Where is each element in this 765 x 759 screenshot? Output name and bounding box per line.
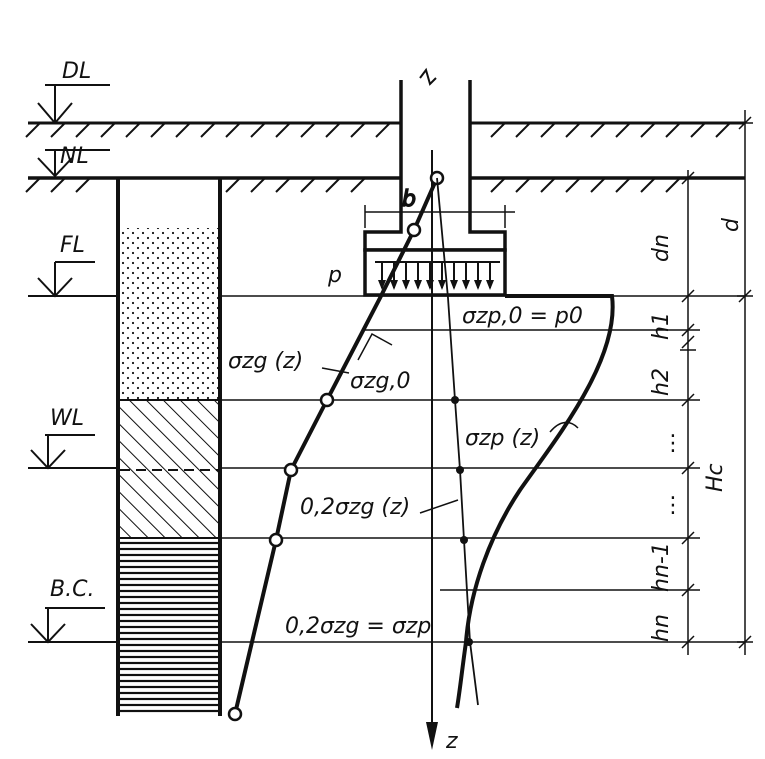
level-label-bc: B.C. bbox=[50, 577, 94, 602]
level-marker-nl: NL bbox=[37, 144, 110, 178]
level-marker-bc: B.C. bbox=[28, 577, 118, 644]
level-label-wl: WL bbox=[50, 406, 84, 431]
level-marker-dl: DL bbox=[37, 59, 110, 125]
dim-label-dots-2: ⋮ bbox=[662, 493, 684, 518]
sigma-zp-curve bbox=[455, 294, 615, 709]
label-sigma-zg0: σzg,0 bbox=[350, 369, 410, 394]
z-axis: z bbox=[426, 150, 458, 754]
right-dimension-lines bbox=[680, 110, 753, 655]
dim-label-hc: Hc bbox=[703, 463, 728, 492]
natural-ground-line bbox=[25, 176, 745, 193]
leader-lines bbox=[321, 332, 579, 514]
label-sigma-zp0: σzp,0 = p0 bbox=[462, 304, 583, 329]
level-marker-wl: WL bbox=[28, 406, 118, 470]
label-p: p bbox=[327, 263, 342, 288]
label-sigma-zg-z: σzg (z) bbox=[228, 349, 303, 374]
label-b: b bbox=[402, 187, 416, 212]
dim-label-h2: h2 bbox=[649, 368, 674, 396]
dim-label-hn: hn bbox=[649, 614, 674, 642]
level-marker-fl: FL bbox=[28, 233, 118, 298]
point-two-sigma-zg-line bbox=[436, 177, 479, 706]
level-label-dl: DL bbox=[62, 59, 91, 84]
dim-label-dots-1: ⋮ bbox=[662, 431, 684, 456]
level-label-nl: NL bbox=[60, 144, 89, 169]
label-z-axis: z bbox=[445, 729, 458, 754]
level-label-fl: FL bbox=[60, 233, 85, 258]
dimension-labels: dn d h1 h2 ⋮ ⋮ hn-1 hn Hc bbox=[649, 217, 744, 642]
dim-label-dn: dn bbox=[649, 234, 674, 262]
column-and-footing bbox=[363, 67, 507, 297]
label-point2-sigma-zg-z: 0,2σzg (z) bbox=[300, 495, 410, 520]
dim-label-hn-1: hn-1 bbox=[649, 542, 674, 592]
label-bottom-condition: 0,2σzg = σzp bbox=[285, 614, 431, 639]
label-sigma-zp-z: σzp (z) bbox=[465, 426, 540, 451]
sigma-zg-curve bbox=[227, 170, 445, 722]
dim-label-h1: h1 bbox=[649, 312, 674, 340]
design-level-ground-line bbox=[25, 121, 745, 138]
soil-column bbox=[116, 178, 222, 716]
dim-label-d: d bbox=[719, 217, 744, 232]
